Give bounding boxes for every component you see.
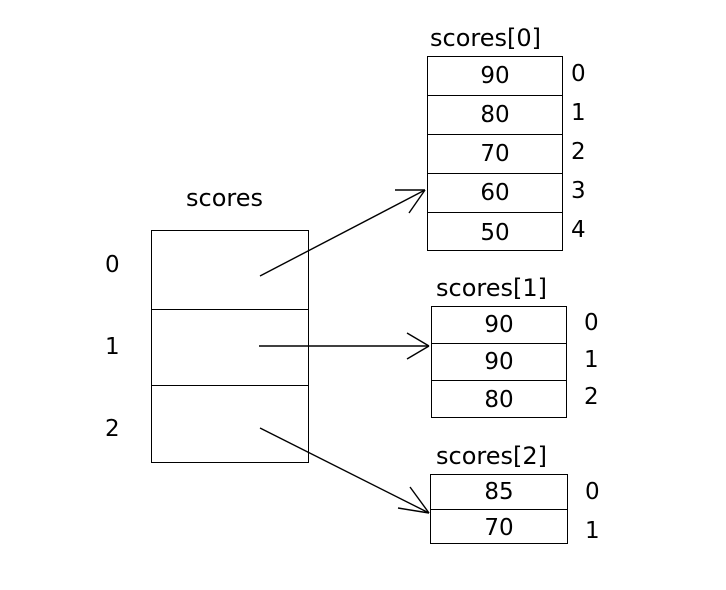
inner-array-1-cell-1: 90	[432, 344, 566, 381]
inner-array-0-title: scores[0]	[430, 24, 541, 52]
inner-array-0-index-4: 4	[571, 217, 586, 243]
outer-row-label-2: 2	[105, 416, 120, 442]
inner-array-2-title: scores[2]	[436, 442, 547, 470]
inner-array-0-index-1: 1	[571, 100, 586, 126]
outer-row-label-0: 0	[105, 252, 120, 278]
outer-array-cell-0	[152, 231, 308, 310]
inner-array-1-cell-0: 90	[432, 307, 566, 344]
inner-array-2-index-1: 1	[585, 518, 600, 544]
inner-array-2-cell-0: 85	[431, 475, 567, 510]
inner-array-0-cell-2: 70	[428, 135, 562, 174]
outer-array-title: scores	[186, 184, 263, 212]
inner-array-1-title: scores[1]	[436, 274, 547, 302]
inner-array-1-cell-2: 80	[484, 386, 514, 413]
outer-array-box	[151, 230, 309, 463]
inner-array-2-box: 85 70	[430, 474, 568, 544]
outer-array-cell-2	[152, 386, 308, 462]
inner-array-1-index-0: 0	[584, 310, 599, 336]
inner-array-1-box: 90 90 80	[431, 306, 567, 418]
inner-array-2-cell-1: 70	[484, 514, 514, 541]
inner-array-0-cell-1: 80	[428, 96, 562, 135]
inner-array-0-cell-4: 50	[480, 219, 510, 246]
inner-array-0-index-0: 0	[571, 61, 586, 87]
inner-array-0-cell-3: 60	[428, 174, 562, 213]
inner-array-1-index-2: 2	[584, 384, 599, 410]
inner-array-0-box: 90 80 70 60 50	[427, 56, 563, 251]
inner-array-1-index-1: 1	[584, 347, 599, 373]
outer-array-cell-1	[152, 310, 308, 386]
inner-array-2-index-0: 0	[585, 479, 600, 505]
outer-row-label-1: 1	[105, 334, 120, 360]
inner-array-0-index-3: 3	[571, 178, 586, 204]
inner-array-0-cell-0: 90	[428, 57, 562, 96]
inner-array-0-index-2: 2	[571, 139, 586, 165]
